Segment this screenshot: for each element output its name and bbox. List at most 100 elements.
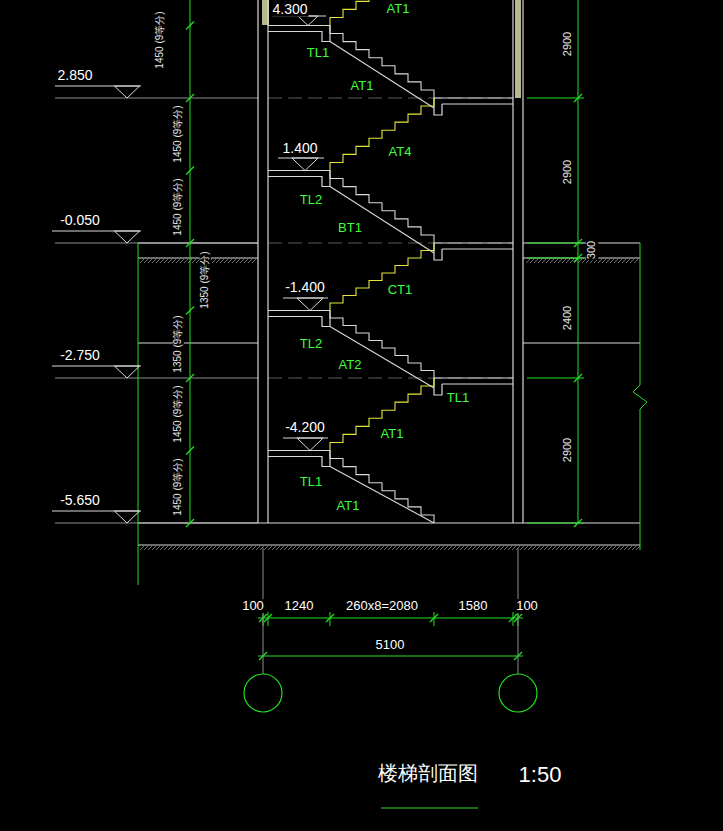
earth-hatch (212, 259, 216, 263)
dimension-text: 2900 (562, 437, 574, 463)
earth-hatch (220, 546, 224, 550)
earth-hatch (408, 546, 412, 550)
earth-hatch (288, 546, 292, 550)
stair-flight-elevation (330, 0, 434, 26)
elevation-value: 4.300 (271, 2, 308, 17)
scale-text: 1:50 (518, 763, 563, 786)
earth-hatch (500, 546, 504, 550)
earth-hatch (256, 546, 260, 550)
member-label: TL1 (306, 46, 330, 60)
slab-line (138, 343, 258, 344)
earth-hatch (176, 546, 180, 550)
stair-soffit (330, 187, 434, 254)
earth-hatch (224, 546, 228, 550)
earth-hatch (580, 546, 584, 550)
earth-hatch (440, 546, 444, 550)
earth-hatch (140, 259, 144, 263)
dimension-tick (574, 94, 582, 102)
earth-hatch (508, 546, 512, 550)
member-label: TL1 (446, 391, 470, 405)
earth-hatch (252, 546, 256, 550)
earth-hatch (152, 259, 156, 263)
earth-hatch (272, 546, 276, 550)
landing-slab (268, 171, 330, 187)
axis-circle (499, 674, 537, 712)
earth-hatch (248, 259, 252, 263)
earth-hatch (276, 546, 280, 550)
dimension-text: 100 (241, 599, 265, 613)
earth-hatch (172, 546, 176, 550)
earth-hatch (476, 546, 480, 550)
elevation-value: 2.850 (56, 68, 93, 83)
earth-hatch (328, 546, 332, 550)
earth-hatch (224, 259, 228, 263)
extension-line (527, 258, 584, 259)
earth-hatch (568, 546, 572, 550)
earth-hatch (160, 546, 164, 550)
earth-hatch (630, 259, 634, 263)
earth-hatch (560, 546, 564, 550)
earth-hatch (566, 259, 570, 263)
dimension-tick (574, 254, 582, 262)
earth-hatch (268, 546, 272, 550)
elevation-value: -4.200 (284, 420, 326, 435)
dimension-line (190, 0, 191, 523)
window-strip (515, 0, 521, 98)
earth-hatch (530, 259, 534, 263)
earth-hatch (404, 546, 408, 550)
earth-hatch (236, 546, 240, 550)
dimension-tick (264, 614, 272, 622)
earth-hatch (604, 546, 608, 550)
dimension-tick (574, 374, 582, 382)
stair-soffit (330, 467, 434, 524)
dimension-tick (430, 614, 438, 622)
earth-hatch (216, 546, 220, 550)
base-slab-line (138, 544, 640, 545)
elevation-value: -2.750 (59, 348, 101, 363)
dimension-text: 2400 (562, 305, 574, 331)
earth-hatch (436, 546, 440, 550)
dimension-tick (186, 447, 194, 455)
earth-hatch (200, 546, 204, 550)
stair-soffit (330, 327, 434, 389)
stair-flight-section (330, 311, 434, 379)
landing-slab (268, 311, 330, 327)
earth-hatch (636, 546, 640, 550)
earth-hatch (228, 259, 232, 263)
earth-hatch (160, 259, 164, 263)
earth-hatch (176, 259, 180, 263)
earth-hatch (192, 546, 196, 550)
earth-hatch (360, 546, 364, 550)
earth-hatch (600, 546, 604, 550)
dimension-text: 1350 (9等分) (200, 250, 211, 309)
earth-hatch (148, 259, 152, 263)
dimension-tick (574, 519, 582, 527)
slab-line (138, 243, 258, 244)
elevation-symbol (114, 366, 139, 378)
earth-hatch (184, 546, 188, 550)
floor-slab (434, 243, 513, 260)
earth-hatch (144, 259, 148, 263)
earth-hatch (570, 259, 574, 263)
earth-hatch (392, 546, 396, 550)
earth-hatch (520, 546, 524, 550)
elevation-symbol (298, 16, 318, 26)
elevation-value: -1.400 (284, 280, 326, 295)
dimension-text: 1350 (9等分) (173, 314, 184, 373)
earth-hatch (456, 546, 460, 550)
member-label: TL1 (299, 475, 323, 489)
earth-hatch (632, 546, 636, 550)
earth-hatch (626, 259, 630, 263)
member-label: AT1 (336, 499, 361, 513)
earth-hatch (538, 259, 542, 263)
elevation-symbol (297, 438, 323, 451)
earth-hatch (618, 259, 622, 263)
stair-flight-section (330, 171, 434, 244)
earth-hatch (492, 546, 496, 550)
elevation-symbol (114, 511, 139, 523)
earth-hatch (464, 546, 468, 550)
earth-hatch (524, 546, 528, 550)
earth-hatch (420, 546, 424, 550)
earth-hatch (584, 546, 588, 550)
earth-hatch (140, 546, 144, 550)
